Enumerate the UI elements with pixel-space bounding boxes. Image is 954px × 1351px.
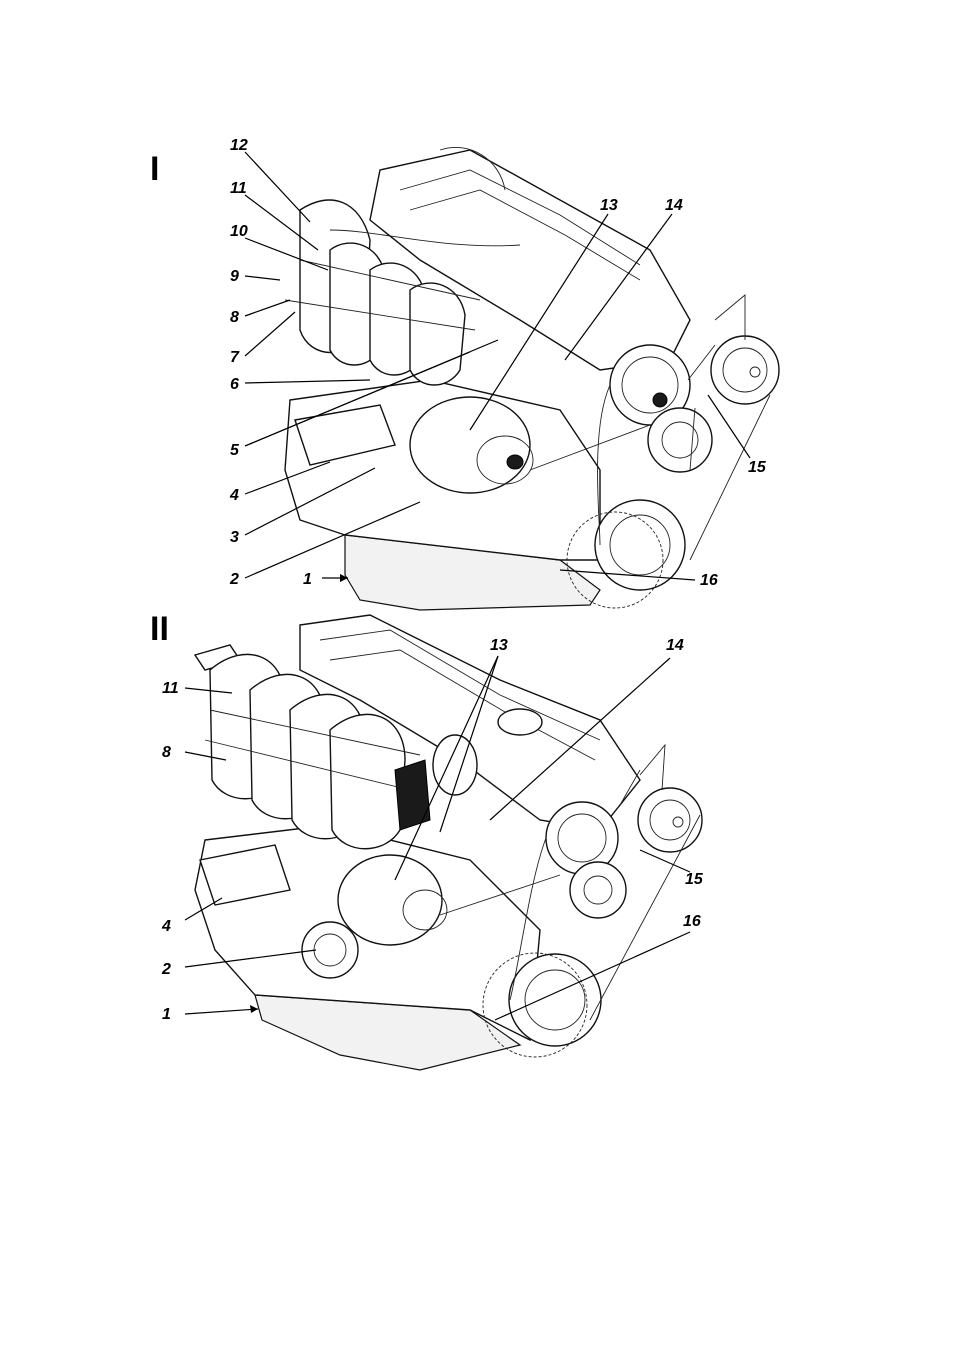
engine-view-2: II bbox=[150, 610, 704, 1070]
callout-13: 13 bbox=[600, 197, 618, 214]
callout-12: 12 bbox=[230, 137, 248, 154]
engine-drawing-2 bbox=[195, 615, 702, 1070]
callout-10: 10 bbox=[230, 223, 248, 240]
view-label-2: II bbox=[150, 610, 169, 648]
callout-13: 13 bbox=[490, 637, 508, 654]
callout-1: 1 bbox=[162, 1006, 171, 1023]
callout-16: 16 bbox=[700, 572, 718, 589]
callout-9: 9 bbox=[230, 268, 239, 285]
callout-2: 2 bbox=[161, 961, 171, 978]
callout-4: 4 bbox=[229, 487, 239, 504]
callout-4: 4 bbox=[161, 918, 171, 935]
callout-15: 15 bbox=[748, 459, 767, 476]
callout-1: 1 bbox=[303, 571, 312, 588]
callout-14: 14 bbox=[665, 197, 683, 214]
callout-8: 8 bbox=[230, 309, 239, 326]
callout-11: 11 bbox=[230, 180, 247, 197]
callout-11: 11 bbox=[162, 680, 179, 697]
view-label-1: I bbox=[150, 150, 159, 188]
engine-view-1: I bbox=[150, 137, 779, 610]
engine-drawing-1 bbox=[285, 147, 779, 610]
callout-6: 6 bbox=[230, 376, 239, 393]
callout-7: 7 bbox=[230, 349, 240, 366]
callout-2: 2 bbox=[229, 571, 239, 588]
callout-3: 3 bbox=[230, 529, 239, 546]
callout-14: 14 bbox=[666, 637, 684, 654]
callout-15: 15 bbox=[685, 871, 704, 888]
callout-5: 5 bbox=[230, 442, 240, 459]
callout-8: 8 bbox=[162, 744, 171, 761]
callout-16: 16 bbox=[683, 913, 701, 930]
